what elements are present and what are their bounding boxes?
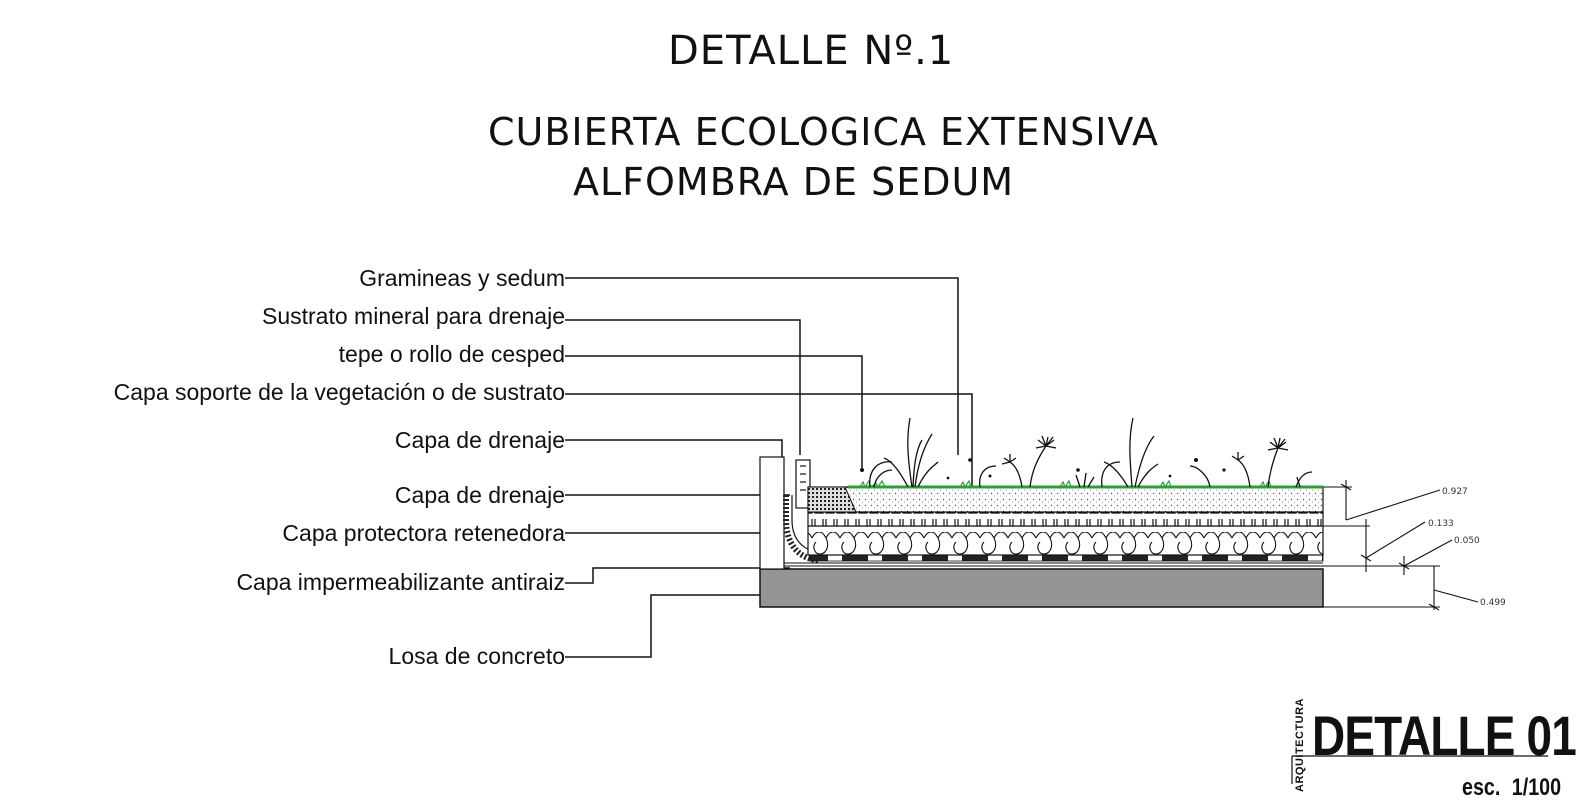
stamp-main-title: DETALLE 01 xyxy=(1312,704,1577,767)
leader-mineral xyxy=(565,319,801,455)
parapet-edge xyxy=(759,456,823,570)
waterproofing-membrane xyxy=(809,554,1324,562)
vegetation-substrate xyxy=(807,486,1324,513)
leader-slab xyxy=(565,594,760,658)
dimension-0927: 0.927 xyxy=(1442,487,1468,497)
label-drainage-layer-1: Capa de drenaje xyxy=(394,427,565,453)
dimension-lines xyxy=(1323,480,1479,611)
protective-retaining-layer xyxy=(807,525,1324,556)
leader-turf xyxy=(565,355,863,470)
plant-sedum-grasses xyxy=(869,417,1313,488)
label-mineral-substrate: Sustrato mineral para drenaje xyxy=(262,303,565,329)
drainage-layer xyxy=(807,511,1324,527)
label-protective-layer: Capa protectora retenedora xyxy=(282,520,565,546)
section-title-line2: ALFOMBRA DE SEDUM xyxy=(573,160,1015,204)
stamp-side-text: ARQUITECTURA xyxy=(1294,698,1306,792)
plant-seed-dots xyxy=(860,458,1226,480)
concrete-slab xyxy=(759,568,1324,608)
leader-vegetation xyxy=(565,393,973,498)
detail-number-title: DETALLE Nº.1 xyxy=(668,28,955,74)
label-turf-roll: tepe o rollo de cesped xyxy=(338,341,565,367)
label-grasses-sedum: Gramineas y sedum xyxy=(359,265,565,291)
label-vegetation-support: Capa soporte de la vegetación o de sustr… xyxy=(113,379,565,405)
dimension-0133: 0.133 xyxy=(1428,519,1454,529)
label-waterproofing-layer: Capa impermeabilizante antiraiz xyxy=(236,569,565,595)
dimension-0499: 0.499 xyxy=(1480,598,1506,608)
label-drainage-layer-2: Capa de drenaje xyxy=(394,482,565,508)
stamp-scale-value: 1/100 xyxy=(1511,774,1562,801)
stamp-scale-prefix: esc. xyxy=(1462,774,1501,801)
label-concrete-slab: Losa de concreto xyxy=(388,643,565,669)
mineral-drainage-gravel xyxy=(807,486,857,513)
leader-drainage-1 xyxy=(565,439,783,500)
leader-waterproofing xyxy=(565,567,790,584)
stamp-scale: esc. 1/100 xyxy=(1462,774,1573,802)
leader-grasses xyxy=(565,277,959,455)
section-title-line1: CUBIERTA ECOLOGICA EXTENSIVA xyxy=(488,110,1159,154)
dimension-0050: 0.050 xyxy=(1454,536,1480,546)
